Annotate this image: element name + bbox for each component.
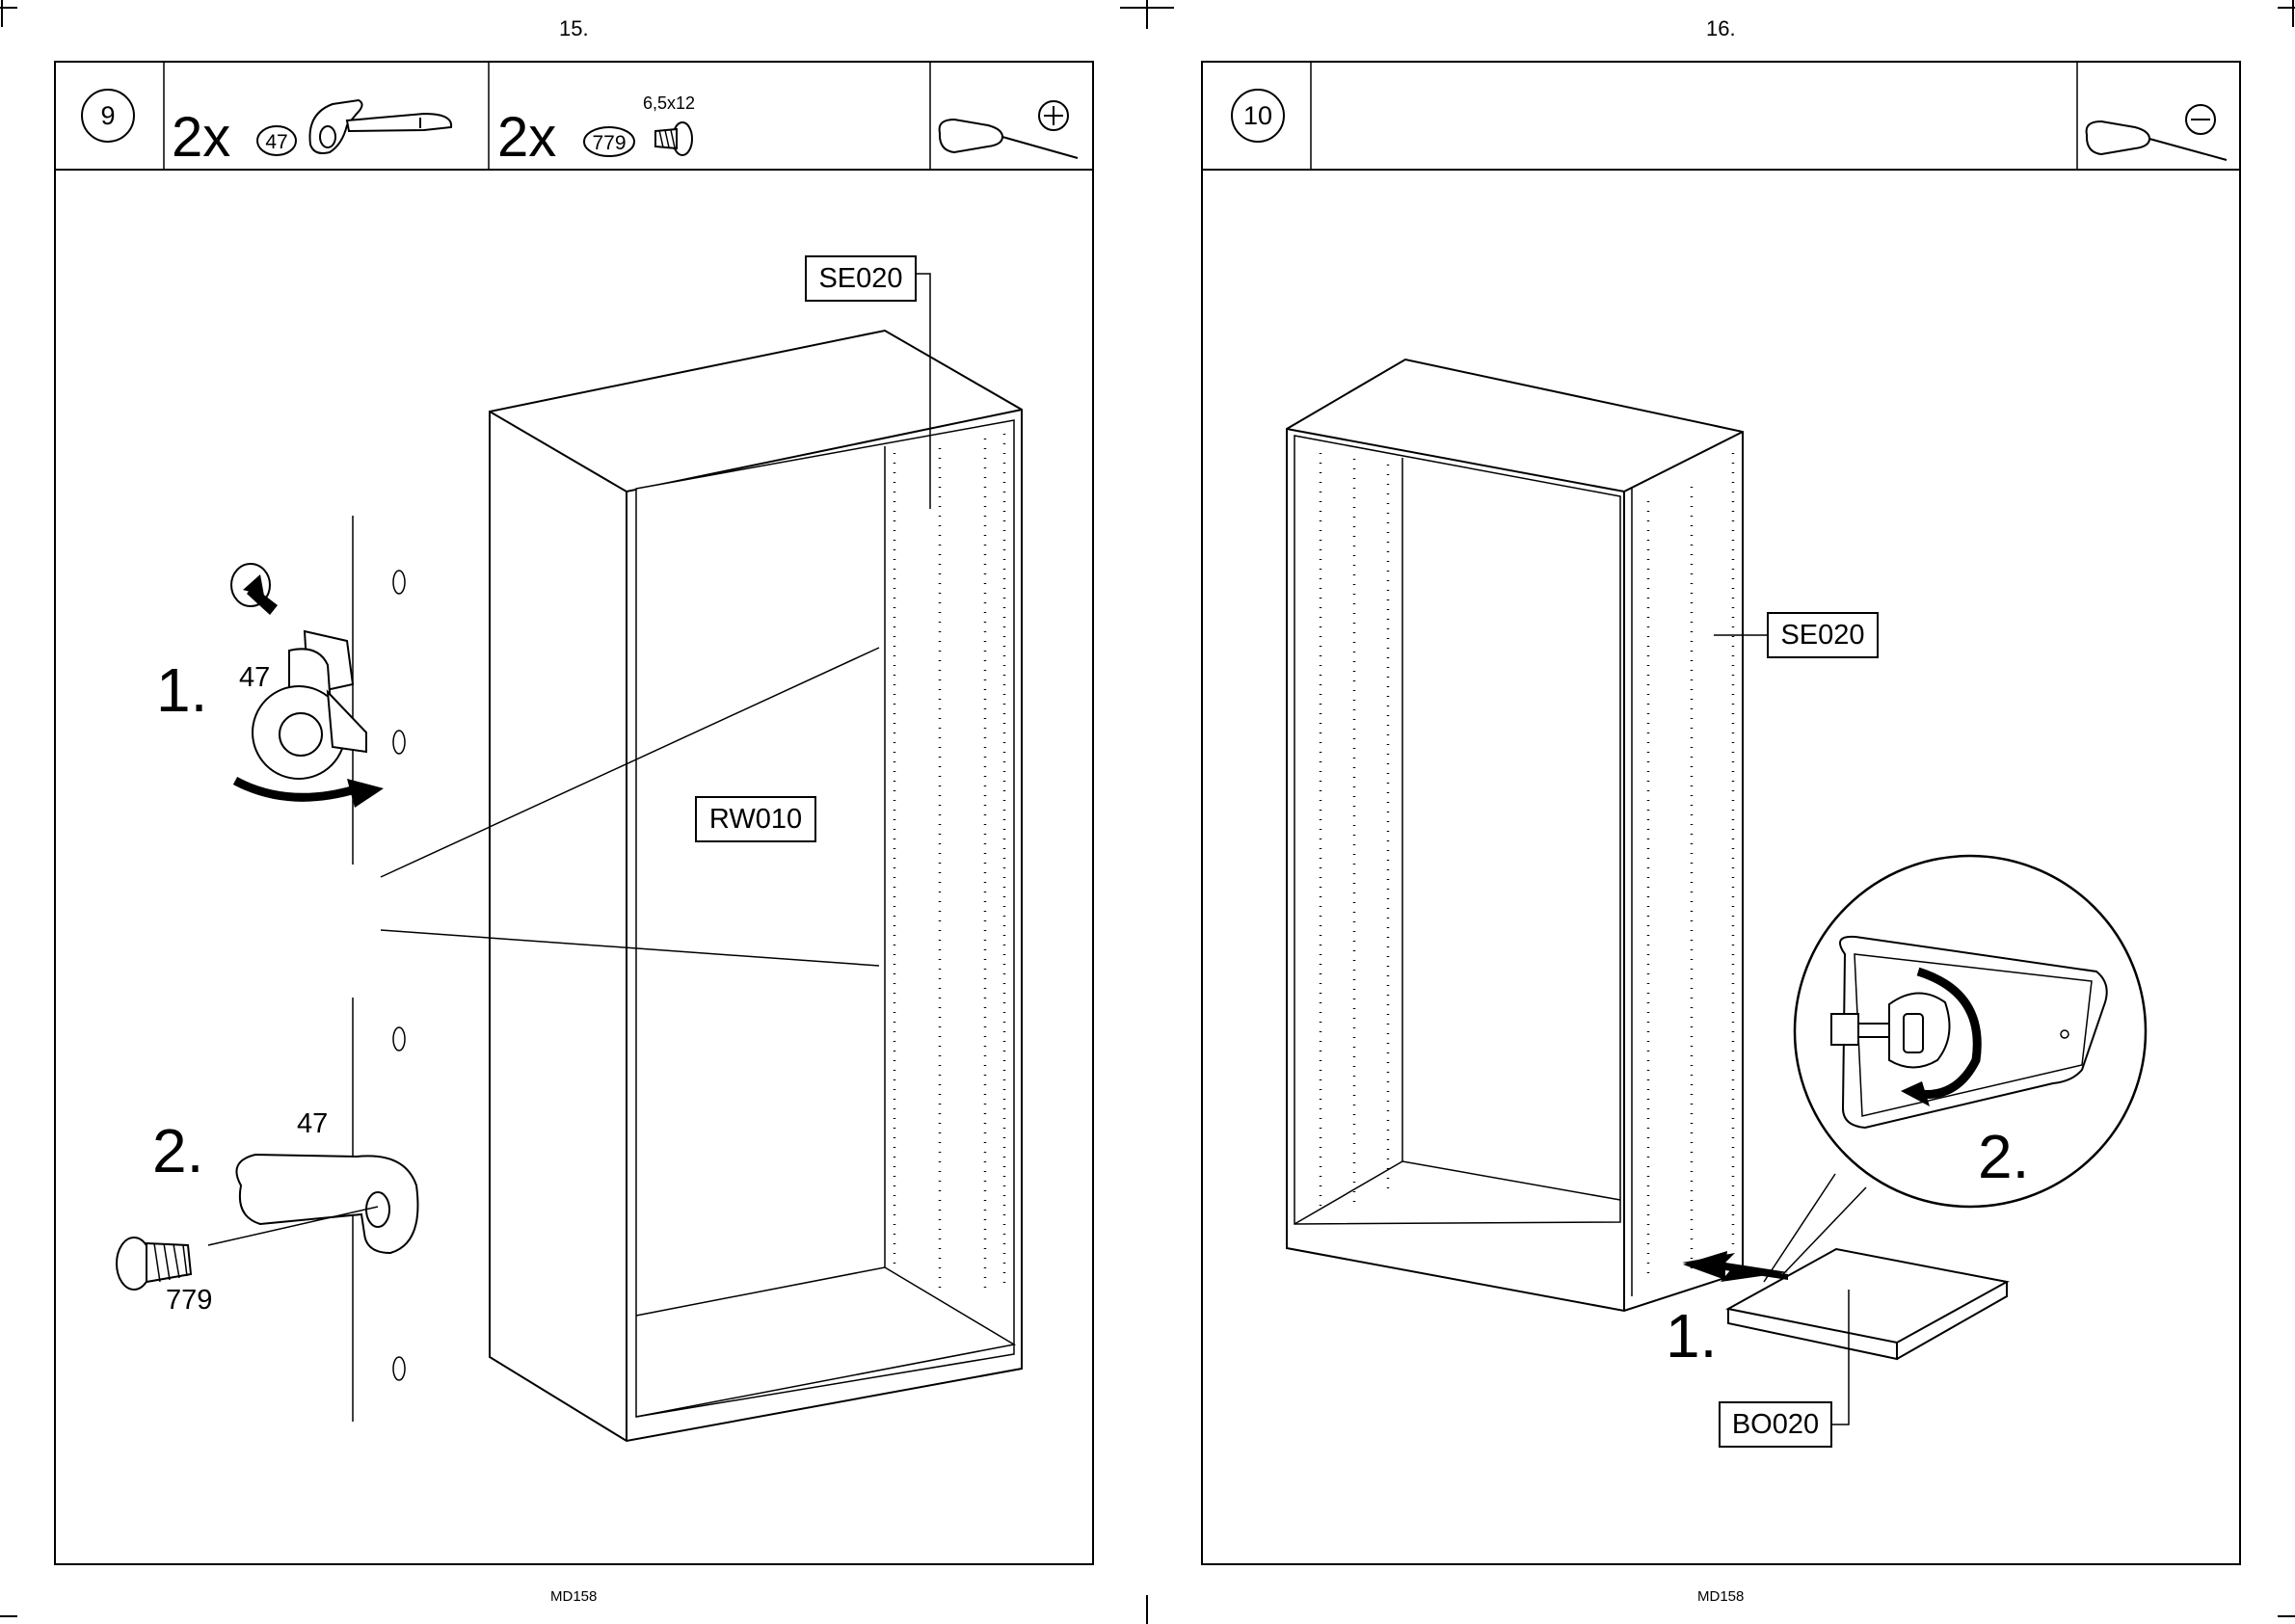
wardrobe-carcass-back-view: [490, 331, 1022, 1441]
cam-connector-icon: [309, 100, 451, 153]
detail2-part: 47: [297, 1108, 328, 1139]
screw-icon: [655, 122, 692, 155]
step-10-number: 10: [1243, 101, 1272, 130]
detail1-step-right: 1.: [1666, 1301, 1717, 1371]
magnified-detail: [1764, 856, 2146, 1282]
detail1-part: 47: [239, 662, 270, 693]
cam-bolt-detail: [236, 1155, 417, 1253]
detail2-step: 2.: [152, 1116, 203, 1185]
rw010-label: RW010: [709, 804, 802, 835]
part47-id: 47: [265, 131, 287, 153]
flat-screwdriver-icon: [2087, 105, 2227, 160]
left-page: 9 2x 47 2x 779 6,5x12: [55, 62, 1093, 1564]
bottom-panel: [1728, 1249, 2007, 1359]
part779-size: 6,5x12: [643, 93, 695, 113]
detail1-step: 1.: [156, 655, 207, 725]
detail2-step-right: 2.: [1978, 1122, 2029, 1191]
se020-label-right: SE020: [1780, 620, 1864, 651]
bo020-label: BO020: [1732, 1409, 1819, 1440]
screw-779-label: 779: [166, 1285, 212, 1316]
part47-qty: 2x: [172, 106, 230, 169]
screw-detail: [117, 1238, 191, 1290]
right-page: 10 SE020: [1202, 62, 2240, 1564]
se020-label: SE020: [818, 263, 902, 294]
turn-arrow: [235, 781, 359, 797]
step-9-number: 9: [100, 101, 115, 130]
part779-qty: 2x: [497, 106, 556, 169]
phillips-screwdriver-icon: [940, 101, 1078, 158]
part779-id: 779: [592, 132, 626, 154]
panel-edge-detail: [353, 516, 405, 1422]
